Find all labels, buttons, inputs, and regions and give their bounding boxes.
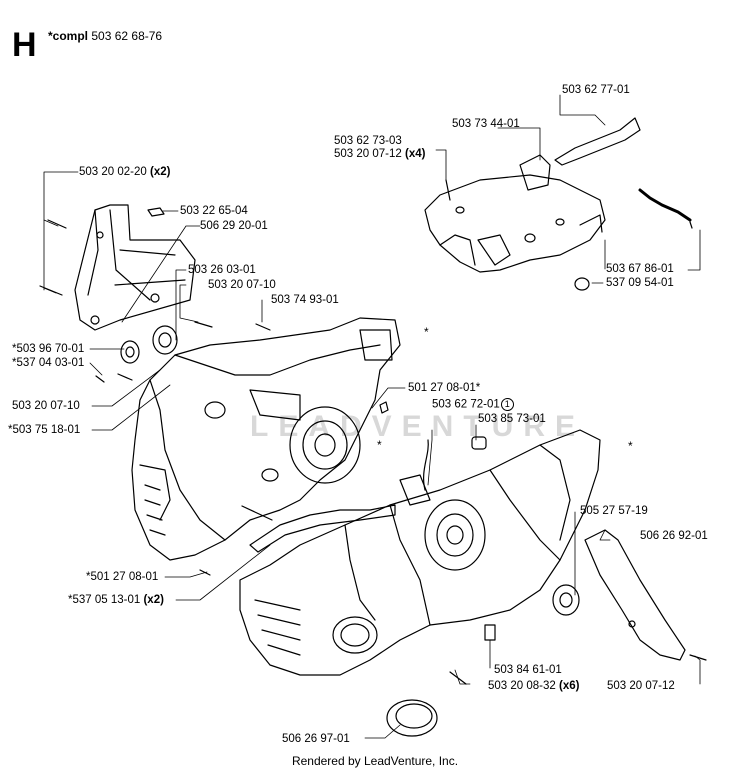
handle-clip xyxy=(554,117,641,166)
tank-housing xyxy=(424,154,606,273)
section-letter: H xyxy=(12,26,37,64)
part-label-501-27-08-01-right: 501 27 08-01* xyxy=(408,382,481,394)
cover-plate xyxy=(584,529,686,661)
clip xyxy=(147,207,165,217)
screw-bottom xyxy=(449,671,467,685)
part-label-503-20-02-20: 503 20 02-20 (x2) xyxy=(79,166,171,178)
sleeve xyxy=(471,436,487,450)
guard-plate xyxy=(74,204,196,331)
part-label-503-75-18-01: *503 75 18-01 xyxy=(8,424,81,436)
leader-lines xyxy=(43,94,701,739)
part-label-503-20-07-12-top: 503 20 07-12 (x4) xyxy=(334,148,426,160)
bolt-right xyxy=(484,624,496,641)
asterisk-marker: * xyxy=(628,439,633,453)
fuel-hose xyxy=(638,188,692,222)
part-label-537-04-03-01: *537 04 03-01 xyxy=(12,357,85,369)
screw-right xyxy=(689,654,707,661)
pin xyxy=(379,401,389,414)
part-label-503-22-65-04: 503 22 65-04 xyxy=(180,205,248,217)
part-label-503-67-86-01: 503 67 86-01 xyxy=(606,263,674,275)
part-label-501-27-08-01-left: *501 27 08-01 xyxy=(86,571,159,583)
part-label-503-62-77-01: 503 62 77-01 xyxy=(562,84,630,96)
asterisk-marker: * xyxy=(424,325,429,339)
screws-left xyxy=(39,219,273,576)
compl-prefix: *compl xyxy=(48,29,89,43)
crankcase-right xyxy=(239,429,601,676)
part-label-503-62-73-03: 503 62 73-03 xyxy=(334,135,402,147)
part-label-506-29-20-01: 506 29 20-01 xyxy=(200,220,268,232)
part-label-537-09-54-01: 537 09 54-01 xyxy=(606,277,674,289)
part-label-503-73-44-01: 503 73 44-01 xyxy=(452,118,520,130)
part-label-503-84-61-01: 503 84 61-01 xyxy=(494,664,562,676)
part-label-503-20-07-12-right: 503 20 07-12 xyxy=(607,680,675,692)
asterisk-marker: * xyxy=(377,438,382,452)
part-label-537-05-13-01: *537 05 13-01 (x2) xyxy=(68,594,164,606)
part-label-503-74-93-01: 503 74 93-01 xyxy=(271,294,339,306)
reference-marker: 1 xyxy=(500,398,514,411)
bearings-left xyxy=(120,325,178,364)
part-label-506-26-92-01: 506 26 92-01 xyxy=(640,530,708,542)
part-label-503-20-07-10-top: 503 20 07-10 xyxy=(208,279,276,291)
cable xyxy=(423,439,429,491)
part-label-503-20-07-10-left: 503 20 07-10 xyxy=(12,400,80,412)
screw-tank xyxy=(445,179,451,201)
crankcase-left xyxy=(131,317,401,561)
compl-number: 503 62 68-76 xyxy=(91,29,163,43)
complete-assembly-label: *compl 503 62 68-76 xyxy=(48,29,162,43)
part-label-503-20-08-32: 503 20 08-32 (x6) xyxy=(488,680,580,692)
gasket xyxy=(249,504,396,553)
cap xyxy=(386,699,438,737)
part-label-503-26-03-01: 503 26 03-01 xyxy=(188,264,256,276)
part-label-506-26-97-01: 506 26 97-01 xyxy=(282,733,350,745)
part-label-503-85-73-01: 503 85 73-01 xyxy=(478,413,546,425)
seal-ring xyxy=(552,584,580,616)
footer-credit: Rendered by LeadVenture, Inc. xyxy=(291,754,459,768)
part-label-505-27-57-19: 505 27 57-19 xyxy=(580,505,648,517)
plug xyxy=(574,277,590,291)
part-label-503-96-70-01: *503 96 70-01 xyxy=(12,343,85,355)
